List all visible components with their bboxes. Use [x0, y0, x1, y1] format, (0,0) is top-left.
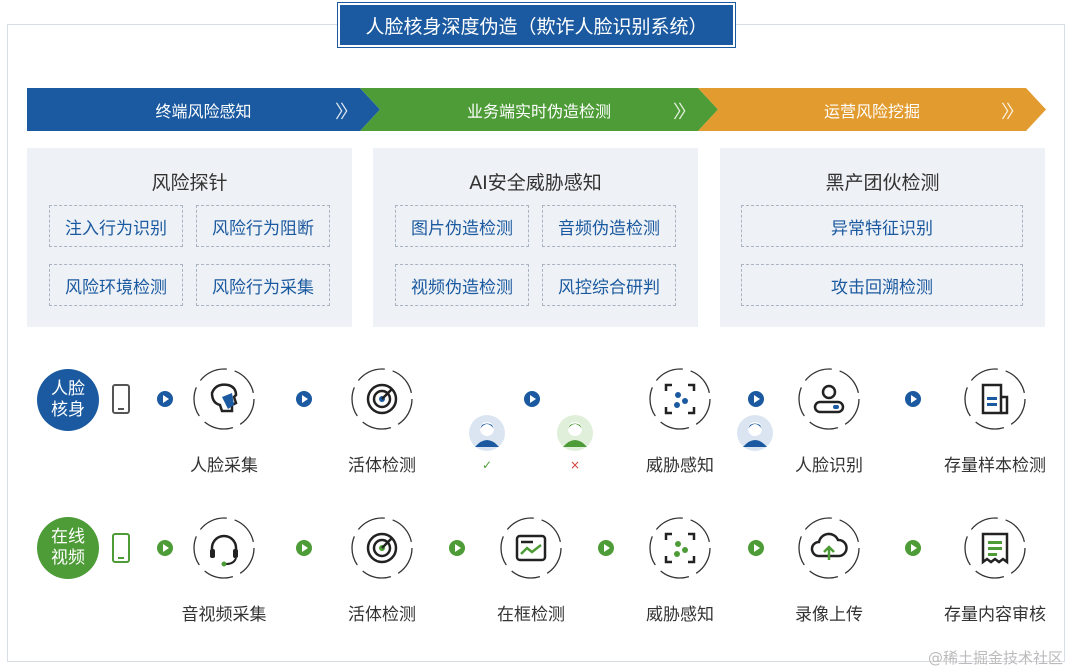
cross-icon: × [570, 458, 581, 472]
row-badge-face-verify: 人脸核身 [37, 369, 99, 431]
flow-arrow-icon [748, 391, 764, 407]
fake-face-avatar [557, 415, 593, 451]
double-chevron-icon: 〉〉 [335, 102, 358, 123]
flow-arrow-icon [296, 391, 312, 407]
diagram-title: 人脸核身深度伪造（欺诈人脸识别系统） [337, 2, 736, 48]
node-content-review [963, 516, 1027, 580]
panel-ai-threat: AI安全威胁感知 图片伪造检测 音频伪造检测 视频伪造检测 风控综合研判 [373, 148, 698, 327]
panel-title: 黑产团伙检测 [825, 172, 940, 194]
chip-risk-block: 风险行为阻断 [196, 205, 330, 247]
panel-title: AI安全威胁感知 [469, 172, 602, 194]
chip-image-forgery: 图片伪造检测 [395, 205, 529, 247]
row-badge-online-video: 在线视频 [37, 517, 99, 579]
node-label: 存量样本检测 [944, 456, 1046, 476]
node-liveness [350, 516, 414, 580]
face-profile-icon [193, 368, 255, 430]
flow-arrow-icon [449, 540, 465, 556]
radar-icon [351, 368, 413, 430]
chip-anomaly-feature: 异常特征识别 [741, 205, 1023, 247]
badge-line: 核身 [51, 400, 85, 420]
flow-arrow-icon [157, 540, 173, 556]
node-label: 存量内容审核 [944, 605, 1046, 625]
phone-icon [112, 384, 130, 414]
receipt-icon [964, 517, 1026, 579]
chip-audio-forgery: 音频伪造检测 [542, 205, 676, 247]
watermark: @稀土掘金技术社区 [927, 649, 1063, 667]
node-threat-sense [648, 516, 712, 580]
node-label: 人脸识别 [795, 456, 863, 476]
node-label: 活体检测 [348, 456, 416, 476]
flow-arrow-icon [748, 540, 764, 556]
node-video-upload [797, 516, 861, 580]
flow-arrow-icon [296, 540, 312, 556]
panel-gang-detect: 黑产团伙检测 异常特征识别 攻击回溯检测 [720, 148, 1045, 327]
stage-ops-risk: 运营风险挖掘 〉〉 [698, 88, 1046, 131]
real-face-avatar [469, 415, 505, 451]
stage-realtime-forgery: 业务端实时伪造检测 〉〉 [360, 88, 718, 131]
badge-line: 人脸 [51, 379, 85, 399]
chip-attack-trace: 攻击回溯检测 [741, 264, 1023, 306]
stage-label: 运营风险挖掘 [823, 101, 920, 121]
node-label: 录像上传 [795, 605, 863, 625]
user-id-icon [798, 368, 860, 430]
node-liveness [350, 367, 414, 431]
flow-arrow-icon [524, 391, 540, 407]
scan-dots-icon [649, 368, 711, 430]
badge-line: 视频 [51, 548, 85, 568]
node-label: 人脸采集 [190, 456, 258, 476]
headset-icon [193, 517, 255, 579]
stage-terminal-risk: 终端风险感知 〉〉 [27, 88, 380, 131]
node-label: 威胁感知 [646, 456, 714, 476]
stage-label: 终端风险感知 [155, 101, 252, 121]
node-label: 音视频采集 [181, 605, 267, 625]
cloud-upload-icon [798, 517, 860, 579]
flow-arrow-icon [157, 391, 173, 407]
double-chevron-icon: 〉〉 [673, 102, 696, 123]
flow-arrow-icon [905, 391, 921, 407]
node-av-capture [192, 516, 256, 580]
double-chevron-icon: 〉〉 [1001, 102, 1024, 123]
node-face-capture [192, 367, 256, 431]
flow-arrow-icon [905, 540, 921, 556]
chip-risk-collect: 风险行为采集 [196, 264, 330, 306]
node-threat-sense [648, 367, 712, 431]
node-label: 活体检测 [348, 605, 416, 625]
node-stock-sample [963, 367, 1027, 431]
chip-video-forgery: 视频伪造检测 [395, 264, 529, 306]
chip-env-detect: 风险环境检测 [49, 264, 183, 306]
node-label: 威胁感知 [646, 605, 714, 625]
document-icon [964, 368, 1026, 430]
node-in-frame [499, 516, 563, 580]
face-avatar [737, 415, 773, 451]
node-face-recognize [797, 367, 861, 431]
frame-chart-icon [500, 517, 562, 579]
radar-icon [351, 517, 413, 579]
chip-injection-detect: 注入行为识别 [49, 205, 183, 247]
scan-dots-icon [649, 517, 711, 579]
flow-arrow-icon [598, 540, 614, 556]
stage-label: 业务端实时伪造检测 [466, 101, 611, 121]
badge-line: 在线 [51, 527, 85, 547]
panel-risk-probe: 风险探针 注入行为识别 风险行为阻断 风险环境检测 风险行为采集 [27, 148, 352, 327]
chip-risk-judge: 风控综合研判 [542, 264, 676, 306]
phone-icon [112, 533, 130, 563]
panel-title: 风险探针 [151, 172, 228, 194]
node-label: 在框检测 [497, 605, 565, 625]
check-icon: ✓ [482, 458, 493, 472]
